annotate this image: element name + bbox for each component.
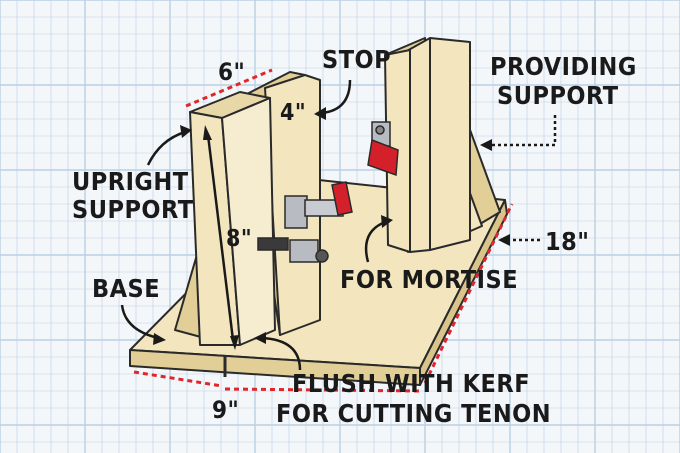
dimension-lines — [133, 68, 514, 393]
providing-support-arrow — [488, 115, 557, 147]
upright-support-line2: SUPPORT — [72, 195, 194, 224]
for-mortise-label: FOR MORTISE — [340, 265, 518, 294]
six-inch-dim — [185, 68, 273, 108]
flush-line2: FOR CUTTING TENON — [276, 399, 551, 428]
stop-arrow — [321, 79, 352, 115]
upright-support-arrow — [146, 130, 186, 166]
front-edge-dim — [224, 387, 421, 393]
providing-support-line2: SUPPORT — [497, 81, 619, 110]
front-toggle-clamp — [257, 181, 353, 263]
providing-support-line1: PROVIDING — [490, 52, 637, 81]
nine-inch-label: 9" — [212, 396, 239, 424]
base-arrow — [120, 304, 159, 340]
upright-support-line1: UPRIGHT — [72, 167, 189, 196]
flush-line1: FLUSH WITH KERF — [292, 369, 530, 398]
six-inch-label: 6" — [218, 58, 245, 86]
mortise-arrow — [364, 220, 386, 263]
stop-label: STOP — [322, 45, 391, 74]
leader-arrows — [120, 79, 557, 371]
base-right-edge — [419, 199, 508, 386]
back-toggle-clamp — [367, 121, 399, 177]
eighteen-inch-label: 18" — [545, 227, 590, 256]
base-label: BASE — [92, 274, 160, 303]
nine-inch-dim — [133, 370, 223, 388]
eight-inch-arrow — [206, 134, 235, 341]
eight-inch-label: 8" — [226, 226, 252, 252]
back-stop-assembly — [384, 37, 501, 253]
eighteen-inch-dim — [423, 203, 514, 384]
four-inch-label: 4" — [280, 100, 306, 126]
flush-arrow — [261, 336, 302, 371]
upright-edge — [221, 97, 276, 346]
stop-front — [404, 37, 471, 253]
